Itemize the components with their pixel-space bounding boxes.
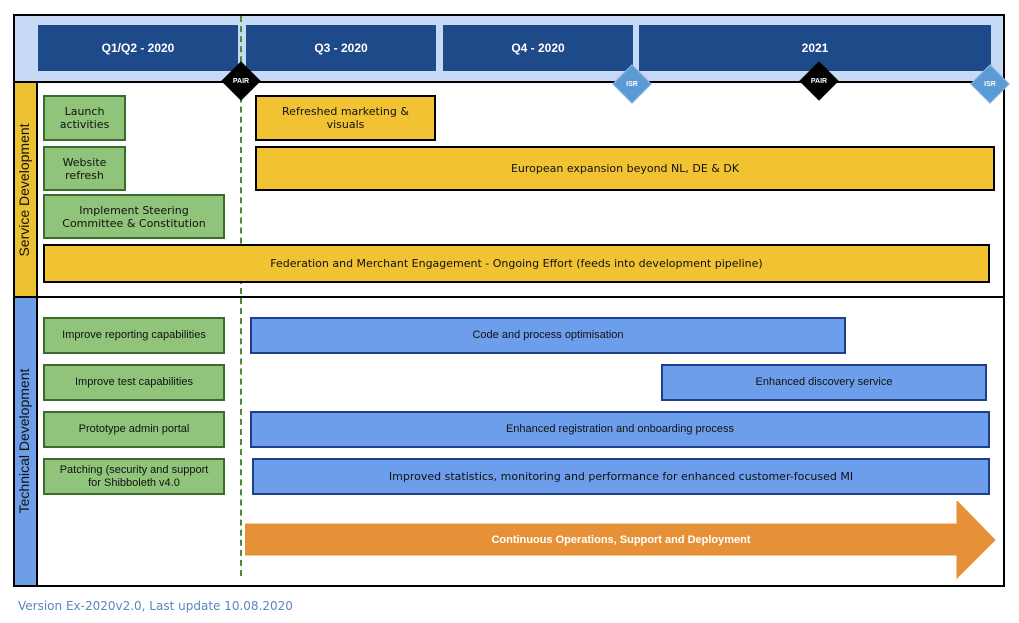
task-european-expansion: European expansion beyond NL, DE & DK [255,146,995,191]
lane-divider [13,296,1005,298]
task-enhanced-discovery: Enhanced discovery service [661,364,987,401]
period-q4-2020: Q4 - 2020 [443,25,633,71]
task-steering-committee: Implement Steering Committee & Constitut… [43,194,225,239]
milestone-isr-2: ISR [970,64,1010,104]
task-launch-activities: Launch activities [43,95,126,141]
current-date-line [240,16,242,576]
continuous-operations-label: Continuous Operations, Support and Deplo… [491,533,751,546]
milestone-isr-2-label: ISR [984,80,996,88]
task-improve-reporting: Improve reporting capabilities [43,317,225,354]
task-website-refresh: Website refresh [43,146,126,191]
milestone-isr-1: ISR [612,64,652,104]
continuous-operations-arrow [245,501,996,579]
lane-title-service: Service Development [16,123,32,257]
task-improve-test: Improve test capabilities [43,364,225,401]
milestone-pair-1: PAIR [221,61,261,101]
milestone-pair-1-label: PAIR [232,77,250,85]
version-footer: Version Ex-2020v2.0, Last update 10.08.2… [18,599,293,613]
milestone-pair-2-label: PAIR [810,77,828,85]
lane-title-technical: Technical Development [16,368,32,514]
task-prototype-admin: Prototype admin portal [43,411,225,448]
milestone-isr-1-label: ISR [626,80,638,88]
header-divider [13,81,1005,83]
task-patching: Patching (security and support for Shibb… [43,458,225,495]
lane-label-service: Service Development [13,81,38,298]
task-federation-engagement: Federation and Merchant Engagement - Ong… [43,244,990,283]
task-refreshed-marketing: Refreshed marketing & visuals [255,95,436,141]
period-q1q2-2020: Q1/Q2 - 2020 [38,25,238,71]
task-code-optimisation: Code and process optimisation [250,317,846,354]
lane-label-technical: Technical Development [13,296,38,587]
task-improved-statistics: Improved statistics, monitoring and perf… [252,458,990,495]
arrow-shape [245,501,996,579]
milestone-pair-2: PAIR [799,61,839,101]
task-enhanced-registration: Enhanced registration and onboarding pro… [250,411,990,448]
period-q3-2020: Q3 - 2020 [246,25,436,71]
